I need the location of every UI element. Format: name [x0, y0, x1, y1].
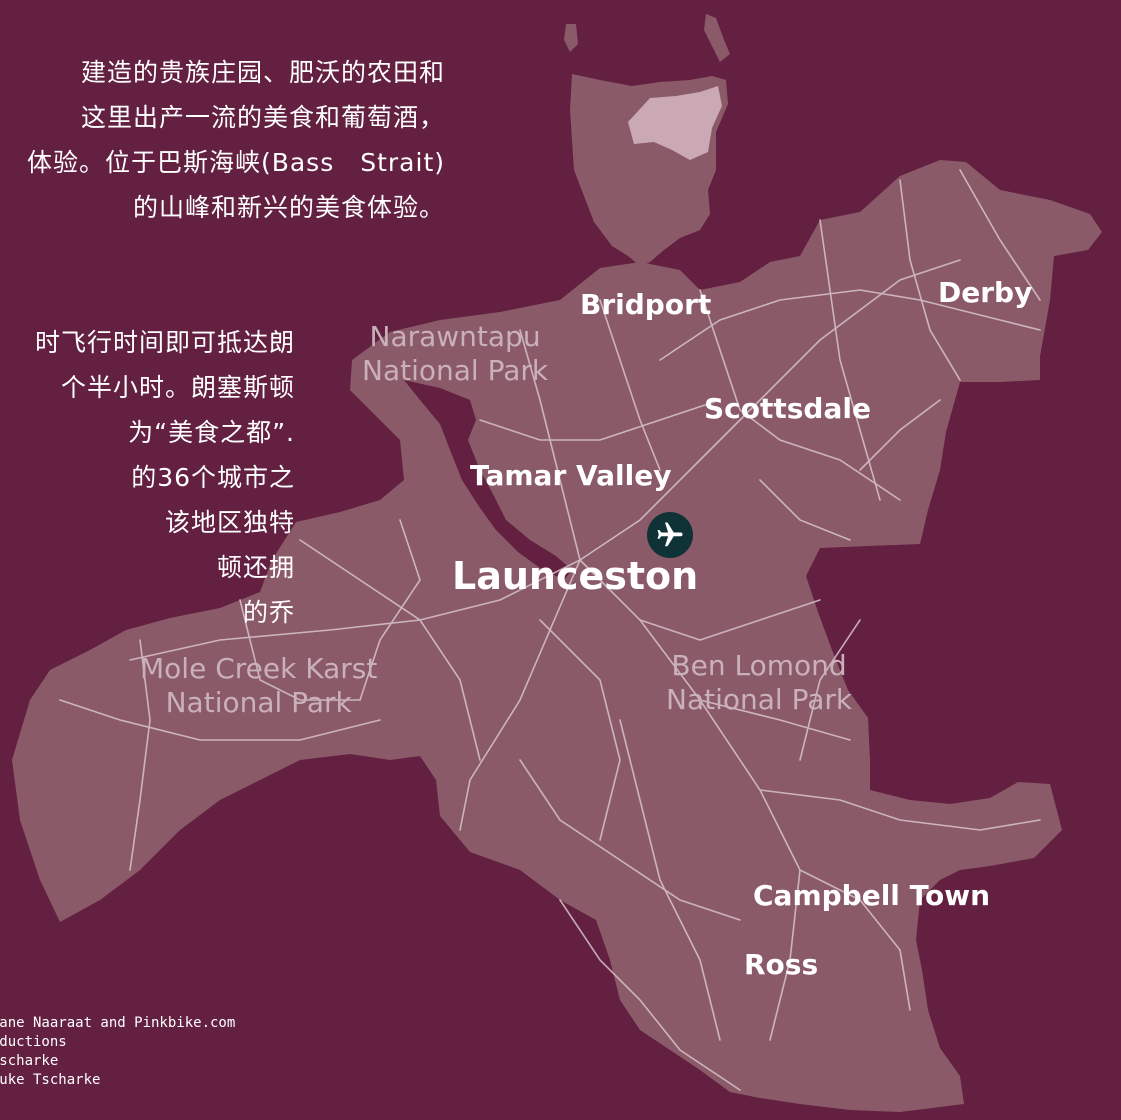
park-type: National Park — [362, 354, 549, 387]
intro-line: 体验。位于巴斯海峡(Bass Strait) — [26, 148, 445, 177]
city-label-launceston: Launceston — [452, 554, 699, 598]
credit-line: e Tscharke — [0, 1053, 59, 1069]
park-name: Ben Lomond — [671, 649, 847, 682]
flinders-island — [704, 14, 730, 62]
intro-line: 该地区独特 — [164, 508, 295, 537]
park-name: Mole Creek Karst — [140, 652, 378, 685]
intro-line: 这里出产一流的美食和葡萄酒， — [80, 103, 445, 132]
town-label-ross: Ross — [744, 948, 819, 981]
credit-line: © Luke Tscharke — [0, 1072, 101, 1088]
park-label-narawntapu: Narawntapu National Park — [362, 320, 548, 388]
tasmania-inset-map — [564, 14, 730, 266]
intro-paragraph-2: 时飞行时间即可抵达朗 个半小时。朗塞斯顿 为“美食之都”. 的36个城市之 该地… — [35, 320, 295, 635]
intro-line: 的山峰和新兴的美食体验。 — [132, 193, 445, 222]
king-island — [564, 24, 578, 52]
town-label-scottsdale: Scottsdale — [704, 392, 871, 425]
intro-line: 个半小时。朗塞斯顿 — [60, 373, 295, 402]
credit-line: Productions — [0, 1034, 67, 1050]
intro-line: 为“美食之都”. — [128, 418, 295, 447]
intro-line: 的36个城市之 — [131, 463, 295, 492]
park-type: National Park — [666, 683, 853, 716]
road-network — [59, 169, 1041, 1091]
northern-tasmania-region — [12, 160, 1102, 1112]
tamar-river — [404, 380, 572, 580]
intro-line: 时飞行时间即可抵达朗 — [34, 328, 295, 357]
park-name: Narawntapu — [369, 320, 541, 353]
intro-paragraph-1: 建造的贵族庄园、肥沃的农田和 这里出产一流的美食和葡萄酒， 体验。位于巴斯海峡(… — [27, 50, 445, 230]
airport-marker — [647, 512, 693, 558]
town-label-campbell-town: Campbell Town — [753, 879, 991, 912]
credit-line: © Kane Naaraat and Pinkbike.com — [0, 1015, 236, 1031]
park-label-mole-creek-karst: Mole Creek Karst National Park — [140, 652, 377, 720]
park-label-ben-lomond: Ben Lomond National Park — [666, 649, 852, 717]
northern-region-highlight — [628, 86, 722, 160]
town-label-bridport: Bridport — [580, 288, 712, 321]
park-type: National Park — [165, 686, 352, 719]
airplane-icon — [657, 522, 683, 547]
town-label-derby: Derby — [938, 276, 1033, 309]
intro-line: 顿还拥 — [216, 553, 295, 582]
photo-credits: © Kane Naaraat and Pinkbike.com Producti… — [0, 1014, 235, 1090]
intro-line: 建造的贵族庄园、肥沃的农田和 — [80, 58, 445, 87]
intro-line: 的乔 — [242, 598, 295, 627]
town-label-tamar-valley: Tamar Valley — [470, 459, 672, 492]
